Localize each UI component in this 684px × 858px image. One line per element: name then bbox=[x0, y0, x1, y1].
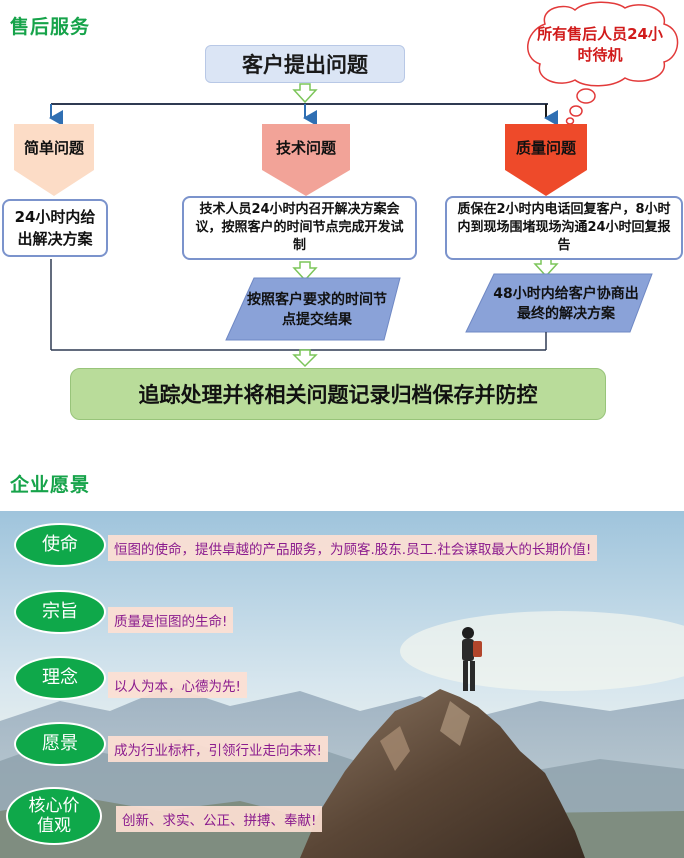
hiker-figure bbox=[462, 627, 482, 691]
category-simple: 简单问题 bbox=[14, 124, 94, 170]
arrow-quality bbox=[505, 170, 587, 196]
vision-title: 企业愿景 bbox=[10, 474, 91, 496]
response-technical: 技术人员24小时内召开解决方案会议，按照客户的时间节点完成开发试制 bbox=[182, 196, 417, 260]
customer-issue-box: 客户提出问题 bbox=[205, 45, 405, 83]
pill-philosophy: 理念 bbox=[14, 656, 106, 700]
hollow-arrow-quality bbox=[533, 257, 559, 278]
pill-mission: 使命 bbox=[14, 523, 106, 567]
parallelogram-tech bbox=[225, 277, 401, 341]
pill-vision: 愿景 bbox=[14, 722, 106, 766]
arrow-simple bbox=[14, 170, 94, 196]
text-mission: 恒图的使命，提供卓越的产品服务，为顾客.股东.员工.社会谋取最大的长期价值! bbox=[108, 535, 598, 561]
parallelogram-quality bbox=[465, 273, 653, 333]
cloud-note: 所有售后人员24小时待机 bbox=[537, 25, 663, 64]
pill-purpose: 宗旨 bbox=[14, 590, 106, 634]
text-purpose: 质量是恒图的生命! bbox=[108, 607, 234, 633]
hollow-arrow-tech bbox=[292, 261, 318, 282]
followup-technical: 按照客户要求的时间节点提交结果 bbox=[247, 292, 387, 328]
hollow-arrow-top bbox=[292, 83, 318, 104]
pill-core-values: 核心价值观 bbox=[6, 787, 102, 845]
flowchart-connectors bbox=[14, 1, 679, 368]
text-core-values: 创新、求实、公正、拼搏、奉献! bbox=[116, 806, 323, 832]
followup-quality: 48小时内给客户协商出最终的解决方案 bbox=[493, 286, 639, 322]
category-quality: 质量问题 bbox=[505, 124, 587, 170]
category-technical: 技术问题 bbox=[262, 124, 350, 170]
thought-cloud bbox=[527, 1, 679, 125]
text-vision: 成为行业标杆，引领行业走向未来! bbox=[108, 736, 328, 762]
arrow-tech bbox=[262, 170, 350, 196]
final-tracking-box: 追踪处理并将相关问题记录归档保存并防控 bbox=[70, 368, 606, 420]
hollow-arrow-bottom bbox=[292, 349, 318, 368]
response-quality: 质保在2小时内电话回复客户，8小时内到现场围堵现场沟通24小时回复报告 bbox=[445, 196, 683, 260]
after-sales-title: 售后服务 bbox=[10, 16, 91, 38]
text-philosophy: 以人为本，心德为先! bbox=[108, 672, 247, 698]
response-simple: 24小时内给出解决方案 bbox=[2, 199, 108, 257]
